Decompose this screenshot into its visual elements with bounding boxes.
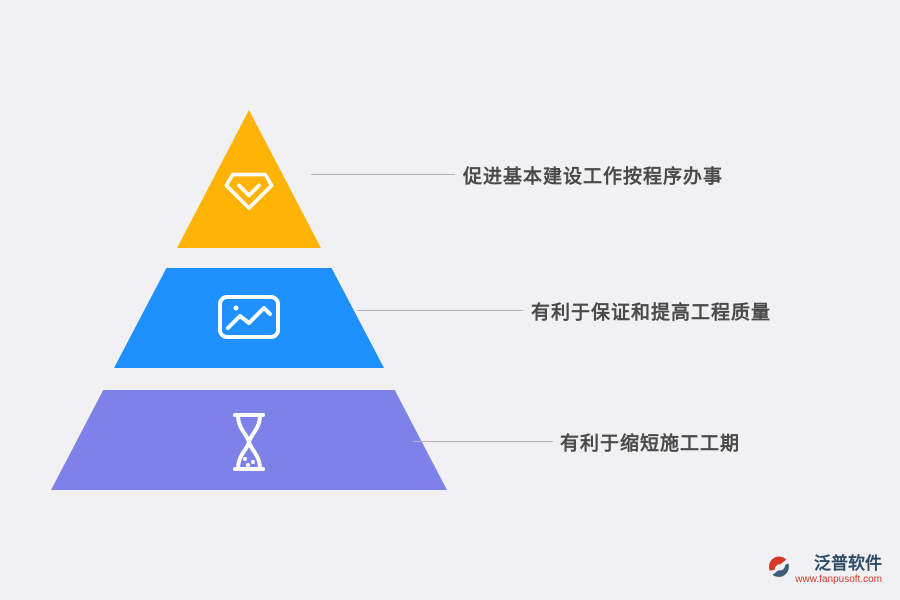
- vendor-name: 泛普软件: [814, 554, 882, 574]
- gem-check-icon: [220, 161, 278, 219]
- image-chart-icon: [212, 288, 286, 346]
- connector-line-bottom: [413, 441, 553, 442]
- vendor-url: www.fanpusoft.com: [795, 574, 882, 585]
- vendor-logo-text: 泛普软件 www.fanpusoft.com: [795, 555, 882, 586]
- tier-label-bottom: 有利于缩短施工工期: [560, 433, 741, 455]
- vendor-logo: 泛普软件 www.fanpusoft.com: [767, 555, 882, 586]
- hourglass-icon: [222, 409, 276, 475]
- vendor-logo-icon: [767, 555, 791, 584]
- connector-line-middle: [357, 310, 523, 311]
- tier-label-top: 促进基本建设工作按程序办事: [463, 166, 724, 188]
- pyramid-tier-bottom: [51, 390, 447, 490]
- pyramid-tier-middle-shape: [114, 268, 384, 368]
- tier-label-middle: 有利于保证和提高工程质量: [531, 302, 772, 324]
- pyramid-tier-middle: [114, 268, 384, 368]
- connector-line-top: [311, 174, 455, 175]
- pyramid-tier-top: [177, 110, 321, 248]
